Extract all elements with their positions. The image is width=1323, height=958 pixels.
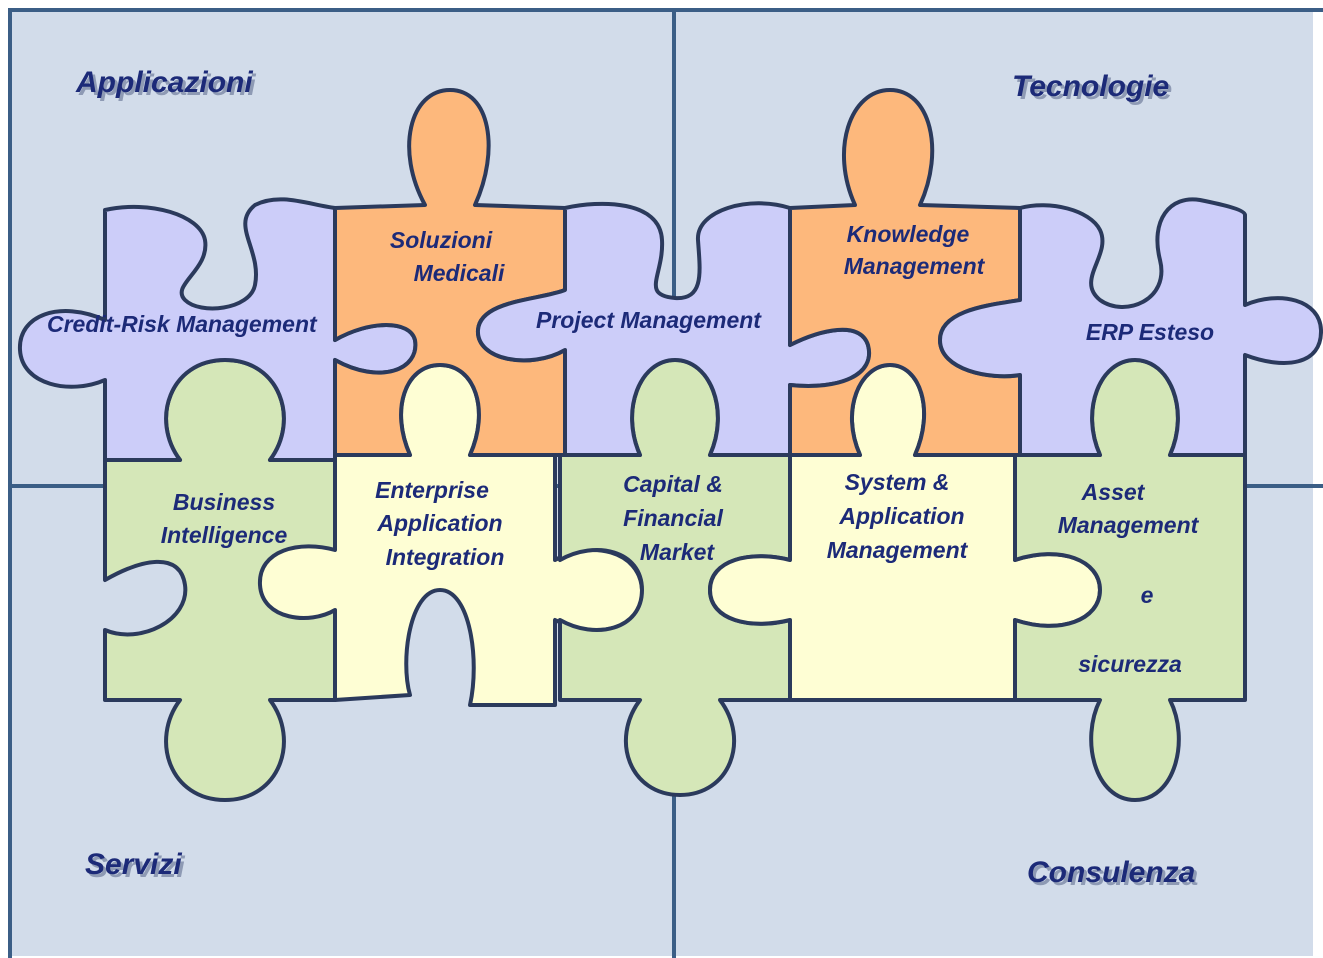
label-enterprise: Enterprise [375, 477, 489, 503]
svg-text:Applicazioni: Applicazioni [75, 66, 253, 99]
svg-text:Applicazioni: Applicazioni [78, 69, 256, 102]
label-erp-esteso: ERP Esteso [1086, 319, 1214, 345]
label-asset-management: Management [1058, 512, 1200, 538]
svg-text:Servizi: Servizi [88, 851, 185, 884]
svg-text:Consulenza: Consulenza [1030, 859, 1198, 892]
quadrant-label-consulenza: Consulenza Consulenza [1027, 856, 1198, 892]
svg-text:Tecnologie: Tecnologie [1015, 73, 1172, 106]
label-application: Application [376, 510, 502, 536]
label-system: System & [845, 469, 950, 495]
label-business: Business [173, 489, 275, 515]
label-medicali: Medicali [414, 260, 505, 286]
label-capital: Capital & [623, 471, 723, 497]
label-knowledge-management: Management [844, 253, 986, 279]
label-project-management: Project Management [536, 307, 762, 333]
label-e: e [1141, 582, 1154, 608]
label-integration: Integration [386, 544, 505, 570]
quadrant-label-servizi: Servizi Servizi [85, 848, 185, 884]
label-credit-risk-management: Credit-Risk Management [47, 311, 318, 337]
label-financial: Financial [623, 505, 723, 531]
label-sicurezza: sicurezza [1078, 651, 1182, 677]
quadrant-label-tecnologie: Tecnologie Tecnologie [1012, 70, 1172, 106]
piece-erp-esteso [938, 197, 1323, 457]
label-sys-management: Management [827, 537, 969, 563]
label-market: Market [640, 539, 715, 565]
svg-text:Tecnologie: Tecnologie [1012, 70, 1169, 103]
label-asset: Asset [1081, 479, 1146, 505]
label-knowledge: Knowledge [847, 221, 970, 247]
svg-text:Servizi: Servizi [85, 848, 182, 881]
label-soluzioni: Soluzioni [390, 227, 493, 253]
svg-text:Consulenza: Consulenza [1027, 856, 1195, 889]
label-sys-application: Application [838, 503, 964, 529]
label-intelligence: Intelligence [161, 522, 288, 548]
quadrant-label-applicazioni: Applicazioni Applicazioni [75, 66, 256, 102]
